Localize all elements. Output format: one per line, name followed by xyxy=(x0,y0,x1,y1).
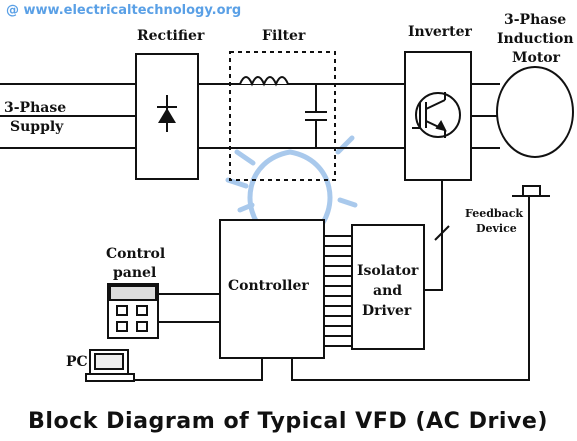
diagram-title: Block Diagram of Typical VFD (AC Drive) xyxy=(28,409,548,434)
supply-label-line2: Supply xyxy=(10,119,64,135)
motor-lines xyxy=(471,83,500,149)
gate-signal-slash xyxy=(434,225,450,241)
isolator-label-line1: Isolator xyxy=(357,263,419,279)
isolator-label-line3: Driver xyxy=(362,303,412,319)
feedback-device-box xyxy=(522,185,541,197)
pc-label: PC xyxy=(66,354,88,370)
isolator-label-line2: and xyxy=(373,283,402,299)
supply-lines xyxy=(0,83,136,149)
feedback-line xyxy=(291,196,530,381)
control-panel-icon xyxy=(107,283,159,339)
controller-label: Controller xyxy=(228,278,309,294)
supply-label-line1: 3-Phase xyxy=(4,100,66,116)
controller-driver-connectors xyxy=(323,235,353,347)
watermark-text: @ www.electricaltechnology.org xyxy=(6,3,241,18)
feedback-label-line1: Feedback xyxy=(465,207,523,220)
control-panel-label-line2: panel xyxy=(113,265,156,281)
gate-signal-line xyxy=(424,180,443,291)
panel-controller-wires xyxy=(158,293,220,323)
motor-label-line1: 3-Phase xyxy=(504,12,566,28)
diode-icon xyxy=(157,95,177,132)
capacitor-icon xyxy=(305,84,327,148)
filter-label: Filter xyxy=(262,28,306,44)
feedback-label-line2: Device xyxy=(476,222,517,235)
control-panel-label-line1: Control xyxy=(106,246,165,262)
inverter-label: Inverter xyxy=(408,24,473,40)
inductor-icon xyxy=(239,76,289,87)
inverter-box xyxy=(404,51,472,181)
isolator-driver-box xyxy=(351,224,425,350)
motor-label-line2: Induction xyxy=(497,31,574,47)
controller-box xyxy=(219,219,325,359)
motor-circle xyxy=(496,66,574,158)
pc-icon xyxy=(85,349,135,382)
igbt-icon xyxy=(412,92,461,138)
filter-box xyxy=(229,51,336,181)
motor-label-line3: Motor xyxy=(512,50,561,66)
pc-controller-wire xyxy=(134,358,263,381)
rectifier-label: Rectifier xyxy=(137,28,205,44)
dc-bus xyxy=(198,83,405,149)
